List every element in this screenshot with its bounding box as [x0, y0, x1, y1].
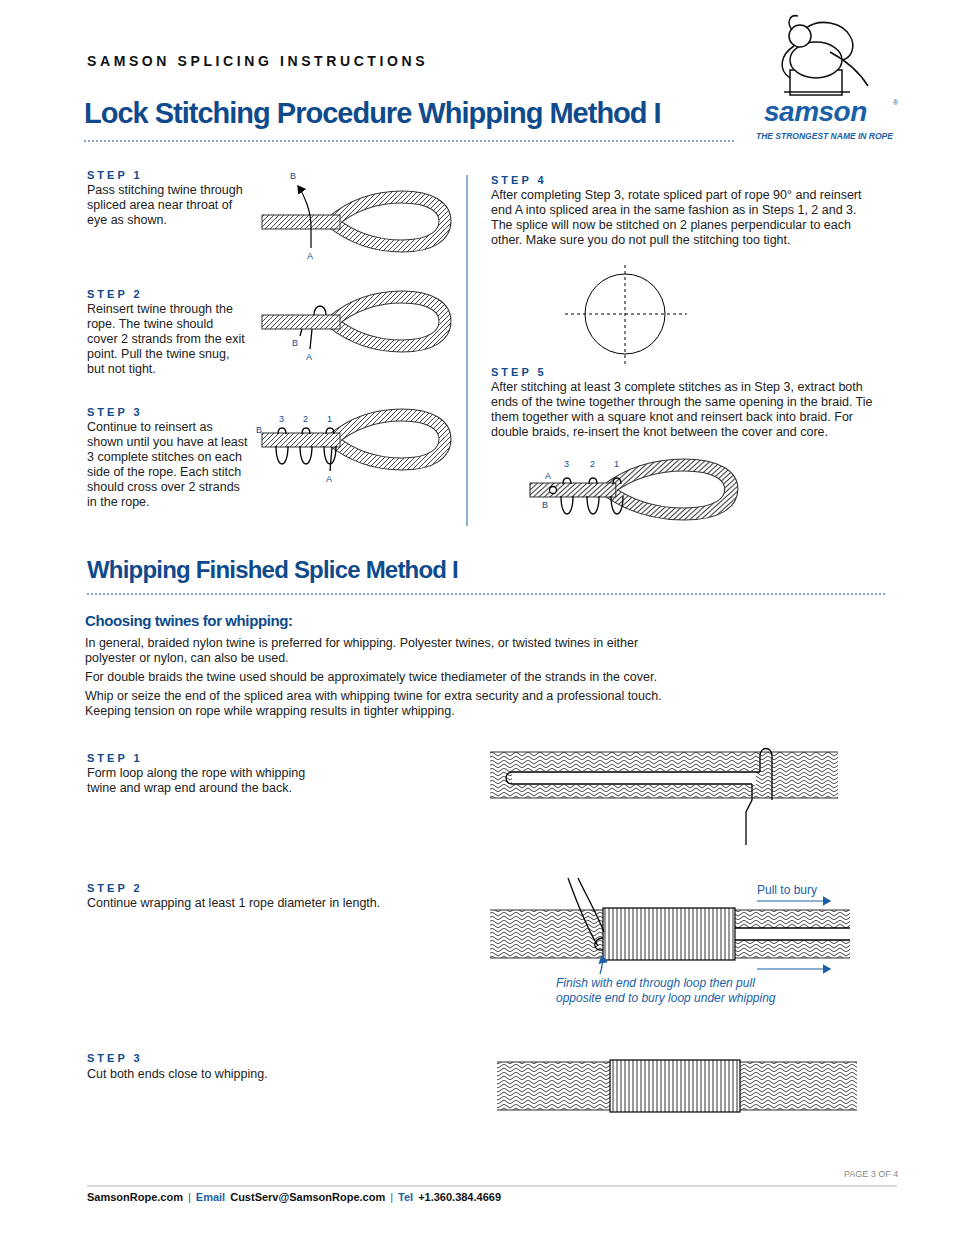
- step-text: Continue to reinsert as shown until you …: [87, 420, 252, 510]
- step-text: Reinsert twine through the rope. The twi…: [87, 302, 247, 377]
- stitch-number: 3: [564, 459, 569, 469]
- section-heading: Whipping Finished Splice Method I: [87, 556, 458, 584]
- end-letter: B: [542, 500, 548, 510]
- step-text: After completing Step 3, rotate spliced …: [491, 188, 876, 248]
- callout-caption: Finish with end through loop then pull o…: [556, 976, 791, 1005]
- step-text: After stitching at least 3 complete stit…: [491, 380, 876, 440]
- step-text: Cut both ends close to whipping.: [87, 1067, 327, 1082]
- step-heading: STEP 3: [87, 1052, 143, 1064]
- page-title: Lock Stitching Procedure Whipping Method…: [84, 97, 661, 130]
- paragraph: For double braids the twine used should …: [85, 670, 725, 685]
- step-heading: STEP 5: [491, 366, 547, 378]
- stitch-number: 3: [279, 414, 284, 424]
- end-letter: A: [326, 474, 332, 484]
- logo-text: samson: [764, 96, 867, 128]
- step-heading: STEP 1: [87, 169, 143, 181]
- footer-separator: |: [390, 1191, 393, 1203]
- end-letter: B: [290, 171, 296, 181]
- logo-figure: [782, 16, 868, 95]
- footer: SamsonRope.com | Email CustServ@SamsonRope.…: [87, 1191, 506, 1203]
- end-letter: B: [256, 425, 262, 435]
- step-text: Form loop along the rope with whipping t…: [87, 766, 327, 796]
- step-text: Continue wrapping at least 1 rope diamet…: [87, 896, 417, 911]
- step-text: Pass stitching twine through spliced are…: [87, 183, 252, 228]
- end-letter: A: [306, 352, 312, 362]
- arrow-label: Pull to bury: [757, 883, 817, 897]
- step-heading: STEP 2: [87, 882, 143, 894]
- step-heading: STEP 4: [491, 174, 547, 186]
- footer-phone: +1.360.384.4669: [418, 1191, 501, 1203]
- paragraph: Whip or seize the end of the spliced are…: [85, 689, 665, 719]
- end-letter: A: [545, 471, 551, 481]
- stitch-number: 1: [614, 459, 619, 469]
- end-letter: B: [292, 338, 298, 348]
- registered-mark: ®: [893, 99, 898, 106]
- stitch-number: 2: [590, 459, 595, 469]
- end-letter: A: [307, 251, 313, 261]
- stitch-number: 1: [327, 414, 332, 424]
- footer-separator: |: [188, 1191, 191, 1203]
- footer-key: Email: [196, 1191, 225, 1203]
- footer-email: CustServ@SamsonRope.com: [230, 1191, 385, 1203]
- header-text: SAMSON SPLICING INSTRUCTIONS: [87, 53, 428, 69]
- footer-url: SamsonRope.com: [87, 1191, 183, 1203]
- step-heading: STEP 3: [87, 406, 143, 418]
- stitch-number: 2: [303, 414, 308, 424]
- sub-heading: Choosing twines for whipping:: [85, 612, 293, 629]
- footer-key: Tel: [398, 1191, 413, 1203]
- page-number: PAGE 3 OF 4: [844, 1169, 898, 1179]
- tagline: THE STRONGEST NAME IN ROPE: [756, 131, 893, 141]
- step-heading: STEP 2: [87, 288, 143, 300]
- step-heading: STEP 1: [87, 752, 143, 764]
- paragraph: In general, braided nylon twine is prefe…: [85, 636, 655, 666]
